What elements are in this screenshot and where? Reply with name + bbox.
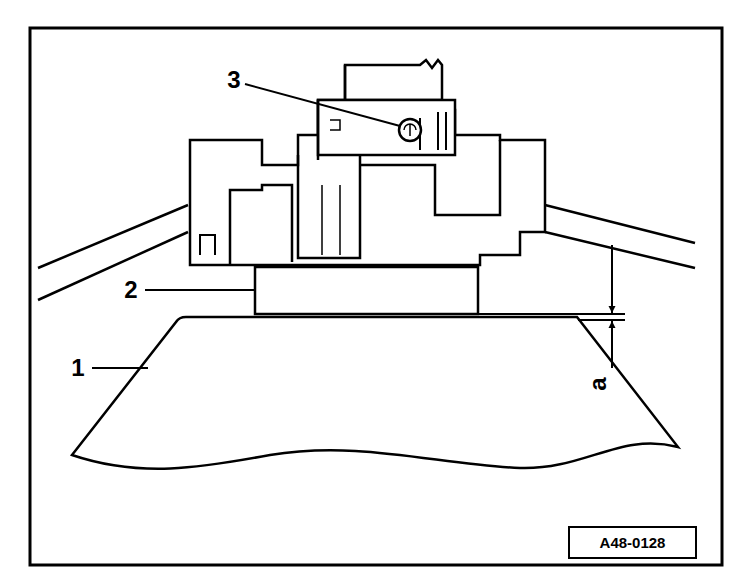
figure-id: A48-0128 [600, 535, 666, 550]
callout-number: 3 [227, 68, 240, 92]
frame [30, 28, 722, 565]
callout-number: 1 [71, 356, 84, 380]
callout-number: 2 [124, 278, 137, 302]
screw [399, 119, 421, 141]
leader-lines [92, 84, 400, 368]
switch-housing [190, 60, 545, 265]
dimension-a [478, 245, 625, 368]
spacer-plate [255, 267, 478, 314]
mounting-part [72, 317, 678, 469]
dimension-label: a [586, 377, 610, 390]
figure-id-box: A48-0128 [568, 526, 697, 559]
screw-slot [404, 124, 416, 136]
